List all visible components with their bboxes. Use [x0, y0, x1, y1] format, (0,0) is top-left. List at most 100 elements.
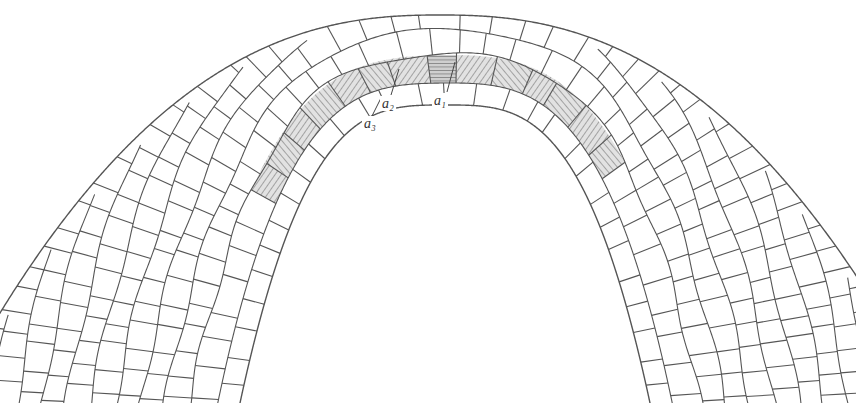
cell-wall [189, 303, 212, 308]
cell-wall [623, 59, 639, 77]
cell-wall [807, 305, 831, 310]
cell-wall [707, 155, 728, 166]
cell-wall [699, 201, 720, 210]
cell-wall [746, 395, 774, 397]
cell-wall [629, 109, 647, 125]
cell-wall [623, 215, 647, 227]
cell-wall [100, 244, 127, 252]
cell-wall [614, 190, 636, 203]
cell-wall [722, 197, 748, 208]
layer-label: a₂ [380, 96, 396, 111]
cell-wall [306, 71, 319, 88]
cell-wall [140, 399, 163, 400]
cell-wall [240, 161, 260, 174]
cell-wall [29, 324, 57, 328]
cell-wall [781, 316, 809, 321]
cell-wall [48, 375, 69, 377]
leader-line [447, 62, 455, 92]
cell-wall [194, 207, 214, 216]
cell-wall [203, 182, 225, 193]
cell-wall [192, 398, 219, 400]
cell-wall [236, 222, 264, 234]
layer-wall [188, 83, 703, 403]
cell-wall [293, 169, 311, 182]
hatched-cell [456, 55, 497, 85]
cell-wall [90, 296, 113, 301]
cell-wall [645, 199, 670, 212]
cell-wall [641, 359, 663, 362]
cell-wall [576, 162, 593, 176]
cell-wall [775, 294, 801, 300]
cell-wall [663, 172, 686, 185]
cell-wall [186, 152, 209, 165]
cell-wall [819, 373, 841, 375]
cell-wall [739, 344, 760, 347]
cell-wall [751, 194, 773, 203]
layer-label: a₁ [432, 93, 448, 108]
cell-wall [109, 215, 133, 223]
layer-wall [848, 278, 856, 403]
cell-wall [459, 30, 461, 53]
cell-wall [786, 333, 813, 337]
cell-wall [418, 15, 420, 29]
cell-wall [198, 86, 218, 101]
cell-wall [784, 232, 809, 240]
cell-wall [604, 109, 620, 125]
cell-wall [657, 224, 681, 234]
cell-wall [252, 270, 273, 277]
cell-wall [67, 383, 93, 385]
cell-wall [199, 253, 225, 262]
cell-walls [0, 15, 856, 403]
cell-wall [772, 387, 799, 389]
cell-wall [798, 380, 819, 382]
cell-wall [93, 393, 120, 395]
cell-wall [633, 328, 655, 332]
cell-wall [697, 129, 715, 140]
cell-wall [126, 348, 153, 352]
cell-wall [740, 164, 770, 178]
cell-wall [172, 133, 190, 144]
cell-wall [689, 248, 710, 255]
cell-wall [750, 277, 770, 282]
cell-wall [54, 350, 76, 353]
cell-wall [36, 296, 61, 301]
cell-wall [331, 56, 342, 74]
cell-wall [0, 356, 25, 359]
cell-wall [668, 254, 689, 261]
cell-wall [846, 392, 856, 394]
cell-wall [724, 396, 746, 397]
cell-wall [176, 351, 198, 354]
cell-wall [61, 302, 88, 307]
cell-wall [682, 150, 701, 161]
cell-wall [117, 194, 138, 202]
cell-wall [254, 130, 276, 147]
cell-wall [154, 248, 174, 254]
cell-wall [202, 336, 231, 341]
cell-wall [212, 157, 236, 171]
cell-wall [574, 37, 589, 61]
cell-wall [817, 352, 838, 354]
cell-wall [150, 125, 170, 137]
cell-wall [766, 365, 794, 368]
layer-label: a₃ [362, 116, 378, 131]
cell-wall [281, 193, 300, 204]
layer-wall [65, 103, 189, 403]
cell-wall [568, 105, 586, 127]
cell-wall [808, 225, 820, 229]
layer-wall [111, 40, 307, 403]
hatched-cell [589, 137, 625, 179]
cell-wall [229, 245, 256, 255]
cell-wall [93, 183, 118, 193]
cell-wall [668, 123, 689, 138]
cell-wall [90, 206, 110, 213]
cell-wall [243, 299, 264, 305]
cell-wall [101, 340, 127, 343]
cell-wall [670, 85, 680, 93]
cell-wall [209, 227, 232, 236]
cell-wall [194, 279, 220, 286]
cell-wall [759, 217, 779, 224]
cell-wall [619, 275, 640, 282]
